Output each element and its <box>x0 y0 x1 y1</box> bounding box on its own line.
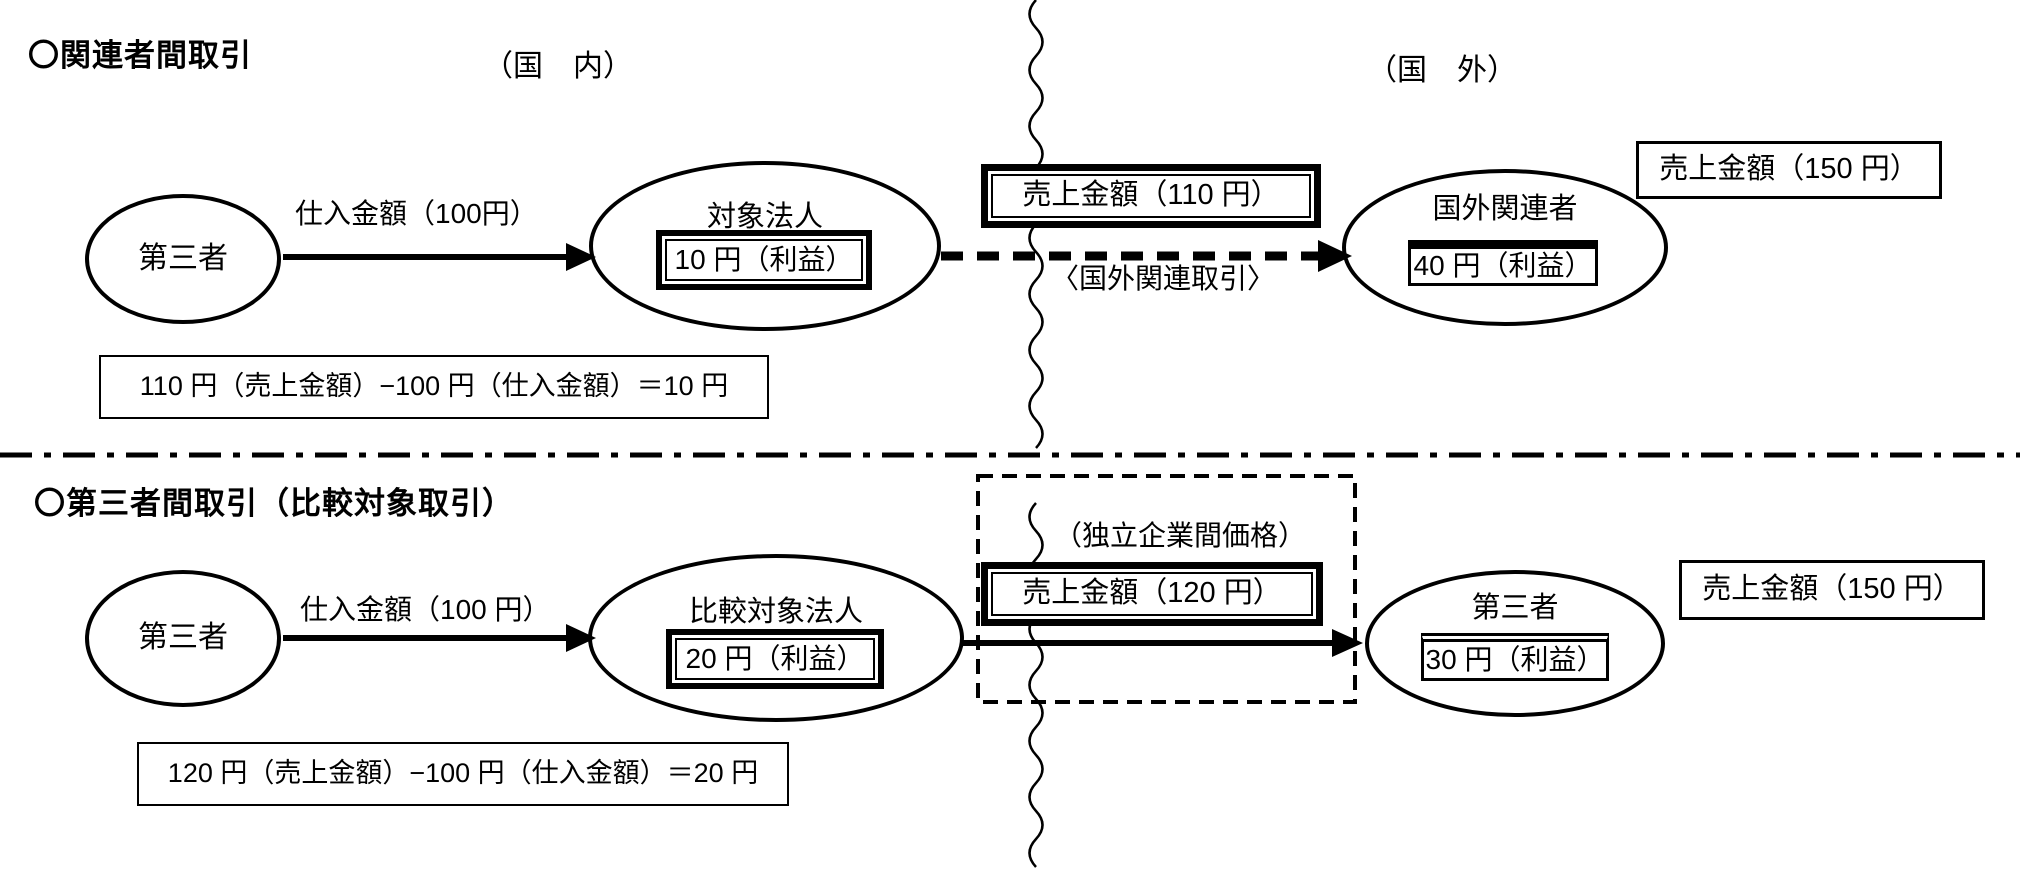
foreign-dashed-arrowhead <box>1318 240 1352 272</box>
top-section-title: 〇関連者間取引 <box>28 38 252 73</box>
formula-box-bottom: 120 円（売上金額）−100 円（仕入金額）＝20 円 <box>137 742 789 806</box>
foreign-profit-box: 40 円（利益） <box>1408 240 1598 286</box>
third-party-ellipse-top: 第三者 <box>85 194 281 324</box>
target-profit-box: 10 円（利益） <box>656 230 872 290</box>
sales-110-box: 売上金額（110 円） <box>981 164 1321 228</box>
foreign-related-ellipse <box>1342 169 1668 326</box>
third-party-label-bottom-right: 第三者 <box>1471 592 1559 624</box>
target-corp-ellipse <box>589 161 941 331</box>
third-party-label-bottom-left: 第三者 <box>138 621 228 655</box>
purchase-amount-label-bottom: 仕入金額（100 円） <box>300 594 551 625</box>
bottom-section-title: 〇第三者間取引（比較対象取引） <box>34 486 514 521</box>
foreign-label: （国 外） <box>1367 54 1517 87</box>
foreign-related-label: 国外関連者 <box>1432 193 1578 225</box>
third-party-ellipse-bottom-left: 第三者 <box>85 570 281 707</box>
domestic-label: （国 内） <box>483 50 633 83</box>
comparable-corp-ellipse <box>588 554 964 722</box>
sales-150-box-top: 売上金額（150 円） <box>1636 141 1942 199</box>
comparable-profit-value: 20 円（利益） <box>675 638 875 680</box>
sales-150-box-bottom: 売上金額（150 円） <box>1679 560 1985 620</box>
comparable-corp-label: 比較対象法人 <box>688 596 863 628</box>
target-corp-label: 対象法人 <box>706 201 823 233</box>
sales-arrowhead-bottom <box>1332 629 1363 657</box>
sales-120-box: 売上金額（120 円） <box>981 562 1323 626</box>
sales-120-value: 売上金額（120 円） <box>991 572 1313 616</box>
target-profit-value: 10 円（利益） <box>665 239 863 281</box>
third-party-label-top: 第三者 <box>138 241 228 275</box>
third-party-ellipse-bottom-right <box>1365 570 1665 717</box>
sales-110-value: 売上金額（110 円） <box>991 174 1311 218</box>
third-party-profit-box: 30 円（利益） <box>1421 633 1609 681</box>
country-wavy-line-bottom <box>1028 502 1044 868</box>
purchase-arrowhead-top <box>566 243 596 271</box>
purchase-arrowhead-bottom <box>566 624 596 652</box>
purchase-amount-label-top: 仕入金額（100円） <box>295 198 538 229</box>
arms-length-price-label: （独立企業間価格） <box>1053 520 1306 551</box>
foreign-transaction-label: 〈国外関連取引〉 <box>1050 263 1275 294</box>
arms-length-dashed-rect <box>976 474 1357 704</box>
formula-box-top: 110 円（売上金額）−100 円（仕入金額）＝10 円 <box>99 355 769 419</box>
comparable-profit-box: 20 円（利益） <box>666 629 884 689</box>
